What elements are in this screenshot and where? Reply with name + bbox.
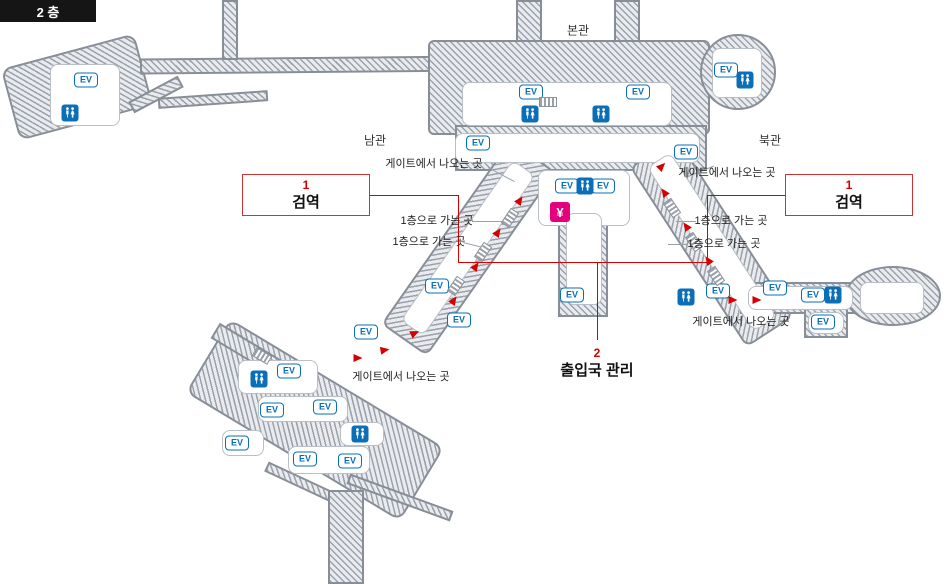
escalator-icon [539,97,557,107]
restroom-icon [351,425,369,443]
elevator-badge: EV [466,135,490,151]
callout-label: 검역 [292,193,320,211]
callout-label: 출입국 관리 [560,361,634,379]
map-note-label: 1층으로 가는 곳 [694,215,768,227]
callout-number: 1 [302,177,310,192]
restroom-icon [677,288,695,306]
restroom-icon [824,286,842,304]
restroom-icon [592,105,610,123]
restroom-icon [576,177,594,195]
map-note-label: 게이트에서 나오는 곳 [385,158,483,170]
map-note-label: 1층으로 가는 곳 [687,238,761,250]
leader-line [472,221,504,222]
elevator-badge: EV [811,314,835,330]
map-note-label: 1층으로 가는 곳 [400,215,474,227]
restroom-icon [521,105,539,123]
route-line-right-vertical [707,195,708,262]
route-line-left-horizontal [370,195,458,196]
flow-arrow-icon [752,296,762,304]
wing-label: 북관 [758,133,782,148]
route-line-left-vertical [458,195,459,262]
wing-label: 본관 [566,23,590,38]
route-line-immigration-vertical [597,262,598,340]
terminal-shape-top-stub2 [516,0,542,46]
callout-number: 1 [845,177,853,192]
currency-exchange-icon: ¥ [550,202,570,222]
elevator-badge: EV [338,453,362,469]
elevator-badge: EV [447,312,471,328]
map-note-label: 게이트에서 나오는 곳 [692,316,790,328]
restroom-icon [61,104,79,122]
elevator-badge: EV [293,451,317,467]
callout-label: 검역 [835,193,863,211]
elevator-badge: EV [519,84,543,100]
elevator-badge: EV [714,62,738,78]
callout-number: 2 [593,345,601,360]
elevator-badge: EV [260,402,284,418]
map-note-label: 1층으로 가는 곳 [392,236,466,248]
elevator-badge: EV [277,363,301,379]
terminal-shape-top-stub1 [222,0,238,60]
route-line-right-horizontal [707,195,785,196]
elevator-badge: EV [225,435,249,451]
flow-arrow-icon [353,354,363,362]
map-note-label: 게이트에서 나오는 곳 [352,371,450,383]
map-note-label: 게이트에서 나오는 곳 [678,167,776,179]
leader-line [676,221,696,222]
restroom-icon [250,370,268,388]
elevator-badge: EV [763,280,787,296]
restroom-icon [736,71,754,89]
route-line-middle-horizontal [458,262,708,263]
floor-badge: 2 층 [0,0,96,22]
leader-line [668,244,688,245]
elevator-badge: EV [313,399,337,415]
elevator-badge: EV [674,144,698,160]
elevator-badge: EV [74,72,98,88]
elevator-badge: EV [354,324,378,340]
flow-arrow-icon [728,296,738,304]
elevator-badge: EV [560,287,584,303]
terminal-shape-bottom-stub [328,490,364,584]
wing-label: 남관 [363,133,387,148]
corridor-right-oval [860,282,924,314]
elevator-badge: EV [626,84,650,100]
